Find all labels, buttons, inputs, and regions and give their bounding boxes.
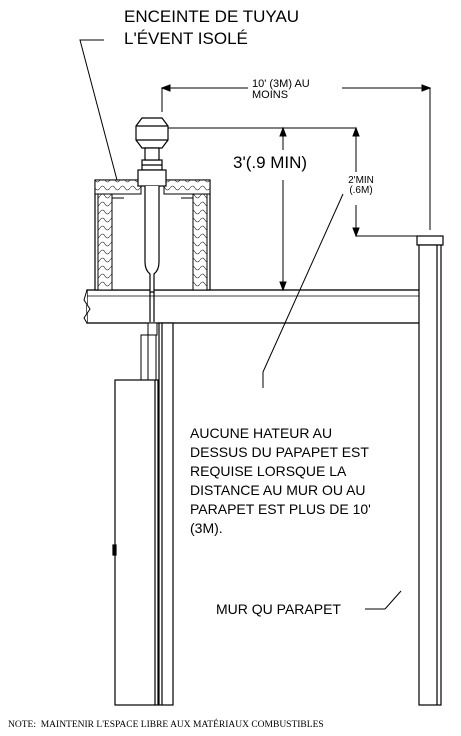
dimension-wall-distance	[160, 84, 432, 230]
wall-label: MUR QU PARAPET	[216, 601, 341, 617]
roof-slab	[83, 289, 428, 324]
vent-duct	[140, 322, 158, 381]
clearance-leader	[262, 193, 344, 388]
wall-distance-label: 10' (3M) AU MOINS	[252, 78, 310, 101]
vent-cap	[135, 117, 169, 161]
enclosure-label: ENCEINTE DE TUYAU L'ÉVENT ISOLÉ	[124, 7, 300, 48]
water-heater-unit	[112, 379, 159, 706]
vent-pipe	[137, 159, 167, 322]
parapet-wall	[416, 235, 444, 706]
dimension-parapet-clearance	[352, 126, 417, 238]
no-height-note: AUCUNE HATEUR AU DESSUS DU PAPAPET EST R…	[190, 425, 371, 536]
interior-wall	[158, 322, 174, 706]
dimension-vent-height	[168, 126, 356, 292]
wall-leader	[365, 590, 402, 610]
parapet-clearance-label: 2'MIN (.6M)	[348, 175, 374, 196]
vent-height-label: 3'(.9 MIN)	[233, 153, 308, 172]
enclosure-leader	[79, 39, 118, 181]
footnote: NOTE: MAINTENIR L'ESPACE LIBRE AUX MATÉR…	[8, 720, 324, 730]
